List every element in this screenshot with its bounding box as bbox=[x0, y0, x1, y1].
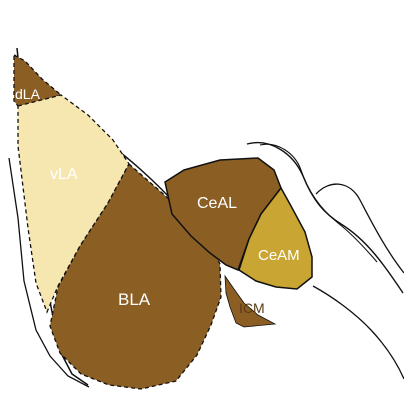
icm-label: ICM bbox=[239, 300, 265, 316]
right-edge-curve bbox=[313, 286, 404, 379]
vla-label: vLA bbox=[50, 166, 78, 183]
bla-label: BLA bbox=[118, 290, 151, 309]
ceal-label: CeAL bbox=[197, 195, 237, 212]
dla-label: dLA bbox=[15, 86, 41, 102]
right-lower-curve bbox=[316, 184, 404, 273]
ceam-label: CeAM bbox=[258, 247, 300, 264]
